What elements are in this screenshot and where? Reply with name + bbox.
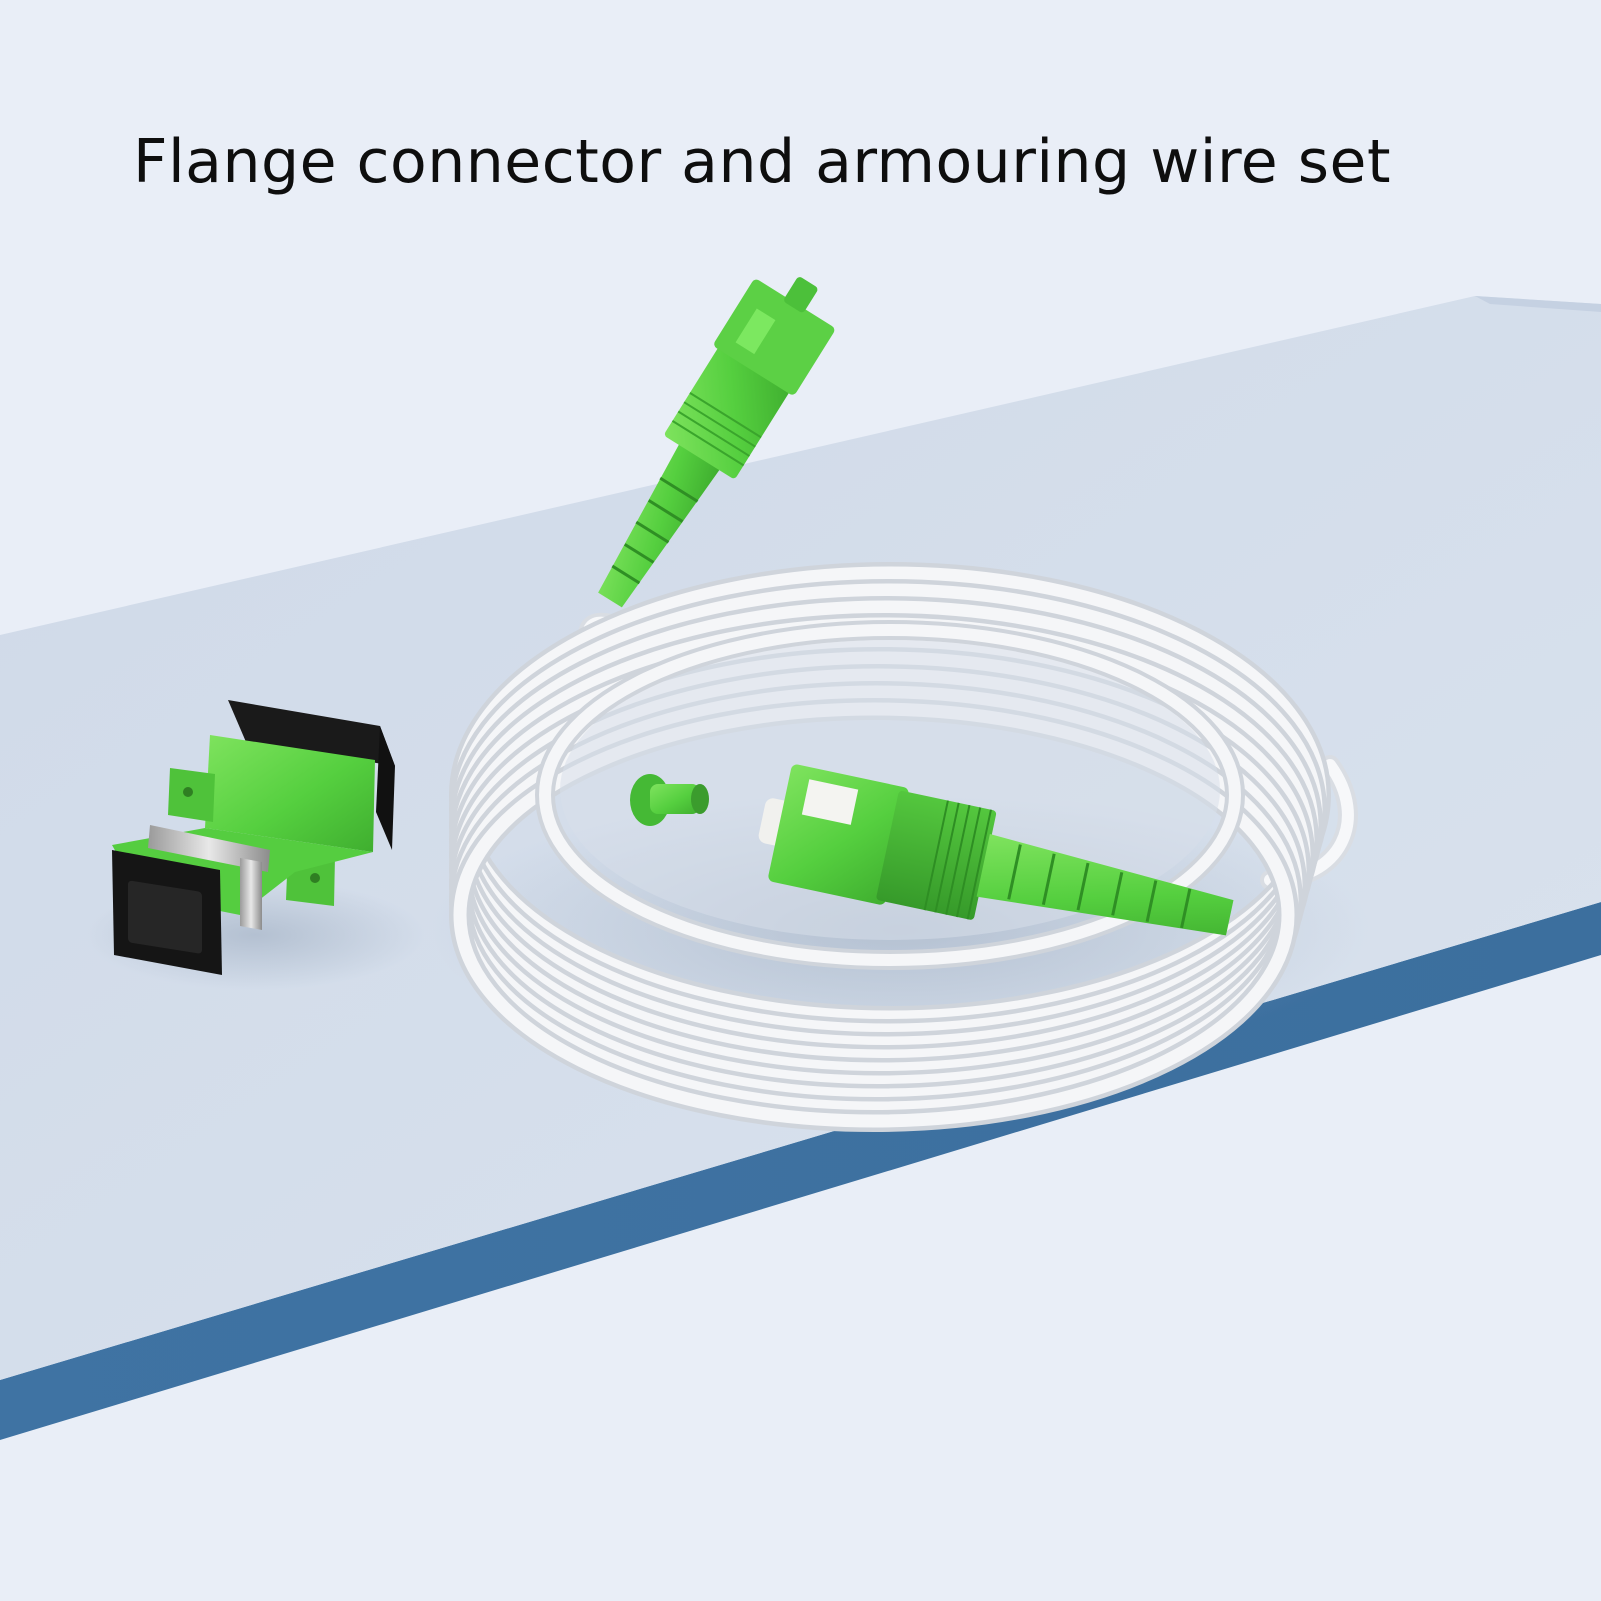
sc-fiber-connector-lower-icon [758, 764, 1234, 936]
sc-fiber-connector-upper-icon [598, 277, 835, 608]
headline-title: Flange connector and armouring wire set [133, 127, 1391, 197]
sc-flange-adapter-icon [112, 700, 395, 975]
dust-cap-icon [630, 774, 709, 826]
